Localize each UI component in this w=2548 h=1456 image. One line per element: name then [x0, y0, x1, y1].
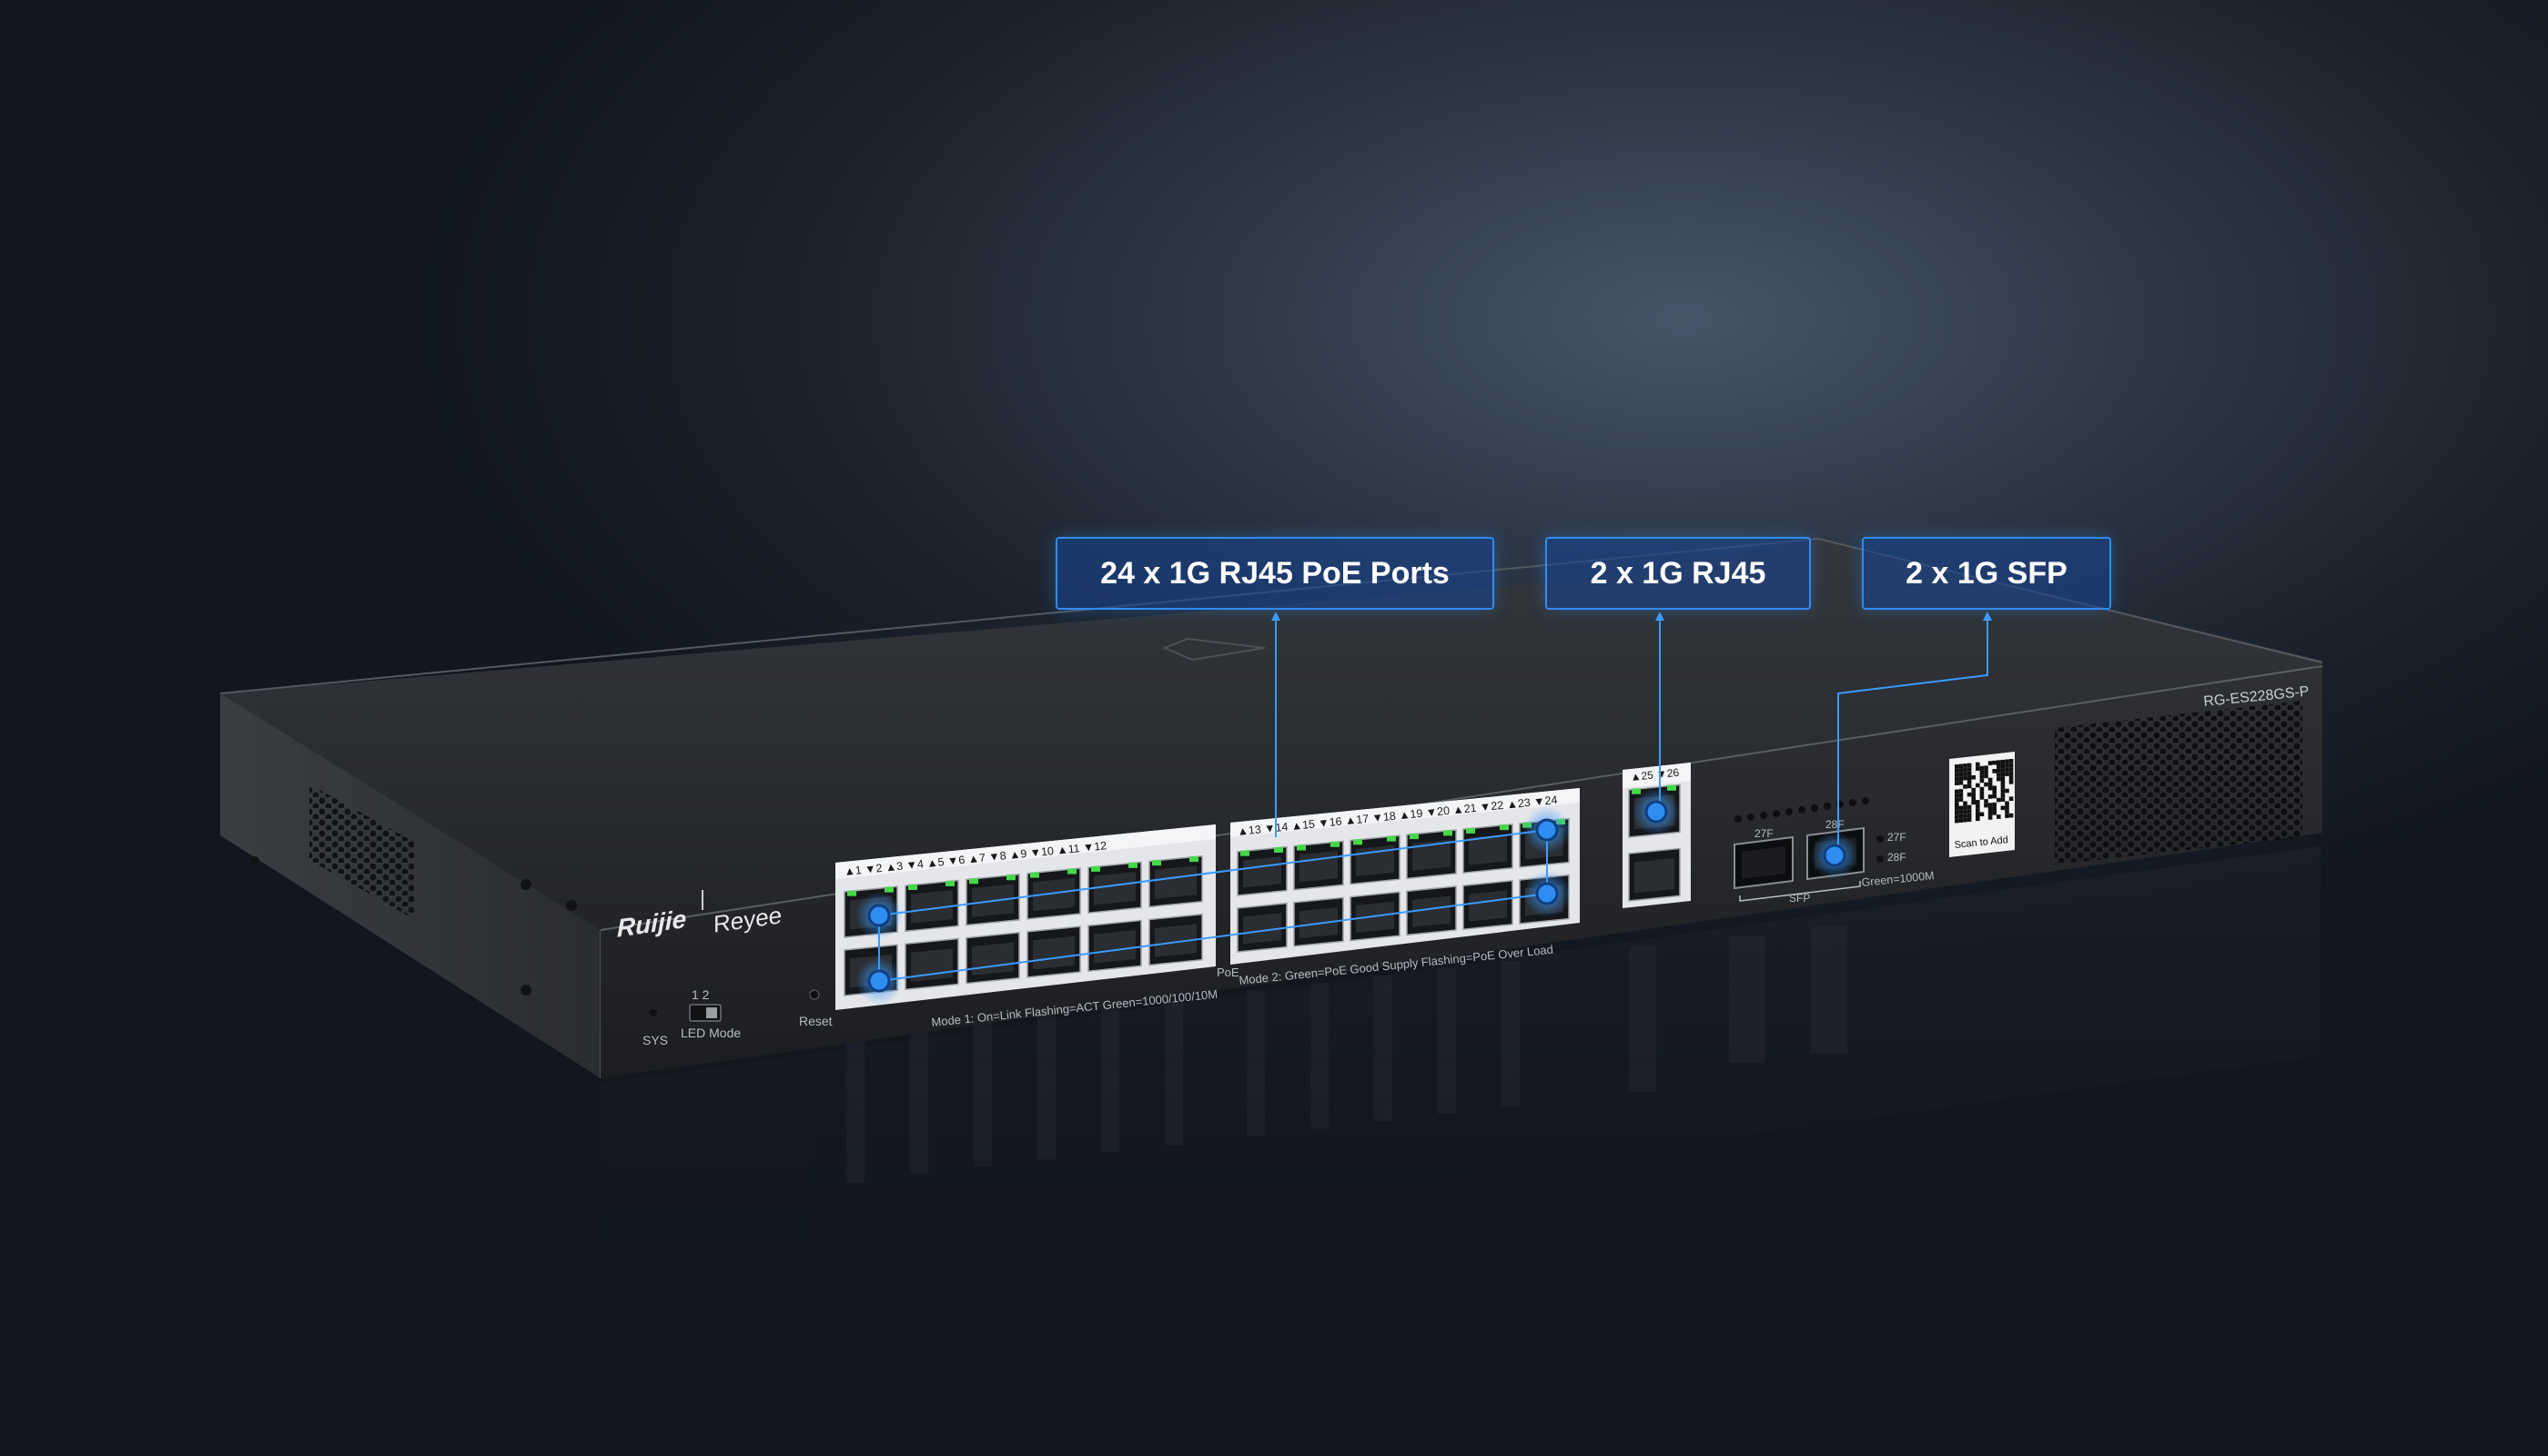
port-numbers-25-26: ▲25 ▼26 — [1630, 766, 1680, 784]
sfp-bracket — [1739, 881, 1861, 902]
callout-sfp-ports: 2 x 1G SFP — [1862, 537, 2111, 610]
rj45-port[interactable] — [1462, 823, 1513, 875]
port-led — [1410, 834, 1419, 840]
rj45-port[interactable] — [1293, 840, 1344, 891]
qr-caption: Scan to Add — [1954, 834, 2008, 851]
rj45-port[interactable] — [905, 879, 959, 933]
sfp-28-number: 28F — [1825, 818, 1845, 831]
rj45-port[interactable] — [1087, 861, 1142, 915]
front-vent — [2055, 701, 2302, 864]
rj45-port[interactable] — [1293, 896, 1344, 947]
sys-label: SYS — [642, 1033, 668, 1047]
rj45-port[interactable] — [1237, 902, 1288, 953]
rj45-port[interactable] — [1237, 845, 1288, 896]
port-led — [885, 886, 894, 893]
port-led — [1353, 839, 1362, 845]
sfp-status-leds — [1734, 797, 1869, 823]
side-vent — [309, 784, 414, 919]
rj45-port[interactable] — [966, 873, 1020, 926]
port-led — [969, 878, 978, 885]
port-led — [1067, 868, 1077, 875]
sfp-port-27[interactable] — [1734, 835, 1794, 890]
reset-label: Reset — [799, 1014, 833, 1028]
port-led — [1667, 784, 1676, 791]
port-led — [1500, 824, 1509, 831]
port-led — [1330, 841, 1340, 847]
port-led — [945, 880, 955, 886]
sys-led — [650, 1009, 657, 1016]
chassis-top — [220, 539, 2322, 930]
callout-arrows — [1271, 612, 1992, 621]
side-screws — [250, 856, 577, 996]
highlight-dots — [855, 788, 1858, 1005]
port-led — [1274, 847, 1283, 853]
port-led — [1006, 875, 1016, 881]
sfp-27-number: 27F — [1754, 827, 1774, 840]
port-led — [1466, 827, 1475, 834]
rj45-port[interactable] — [1087, 919, 1142, 973]
port-led — [1128, 862, 1138, 868]
rj45-port[interactable] — [1148, 854, 1203, 908]
port-led — [1152, 860, 1161, 866]
port-led — [1030, 872, 1039, 878]
sfp-led-27f: 27F — [1887, 831, 1906, 844]
port-led — [1091, 865, 1100, 872]
rj45-port[interactable] — [966, 931, 1020, 985]
rj45-port[interactable] — [1462, 879, 1513, 931]
sfp-led-28f: 28F — [1887, 851, 1906, 864]
port-led — [847, 890, 856, 896]
rj45-port[interactable] — [1026, 925, 1081, 978]
port-led — [1240, 850, 1249, 856]
port-led — [1632, 788, 1641, 794]
chassis-top-edge — [219, 537, 2323, 694]
led-mode-label: LED Mode — [681, 1026, 741, 1040]
rj45-port[interactable] — [1148, 913, 1203, 966]
led-mode-numbers: 1 2 — [692, 987, 710, 1002]
floor-reflection — [601, 846, 2320, 1292]
port-led — [1387, 835, 1396, 842]
top-logo-mark — [1162, 637, 1266, 662]
rj45-port[interactable] — [1406, 885, 1457, 936]
rj45-port[interactable] — [905, 937, 959, 991]
callout-rj45-ports: 2 x 1G RJ45 — [1545, 537, 1811, 610]
port-led — [1443, 830, 1452, 836]
sfp-label: SFP — [1789, 892, 1810, 905]
reset-button[interactable] — [809, 989, 820, 1000]
qr-code[interactable]: Scan to Add — [1949, 752, 2015, 857]
port-led — [1189, 856, 1198, 863]
callout-connectors — [878, 615, 1988, 982]
callout-poe-ports: 24 x 1G RJ45 PoE Ports — [1056, 537, 1494, 610]
rj45-port[interactable] — [1350, 834, 1400, 885]
poe-label: PoE — [1217, 966, 1239, 979]
rj45-port[interactable] — [1628, 847, 1681, 902]
port-led — [908, 885, 917, 890]
port-led — [1297, 844, 1306, 851]
rj45-port[interactable] — [1406, 829, 1457, 880]
